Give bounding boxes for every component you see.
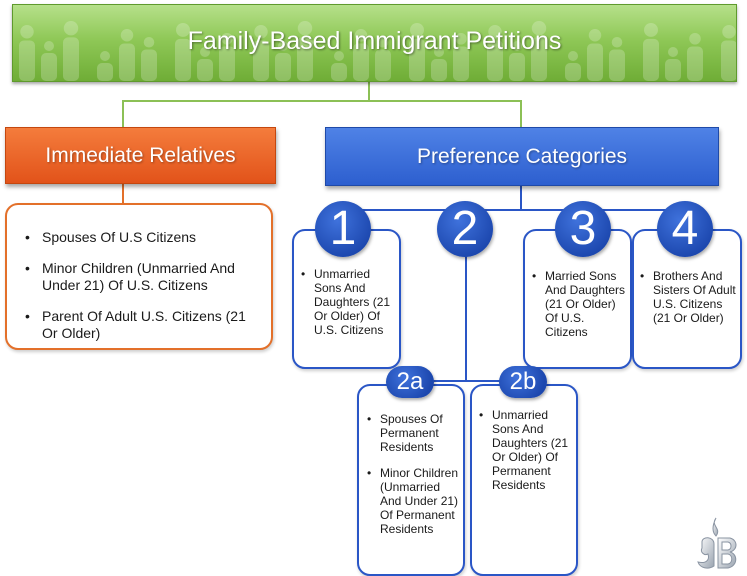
list-item: Parent Of Adult U.S. Citizens (21 Or Old… bbox=[25, 308, 265, 342]
immediate-relatives-list: Spouses Of U.S Citizens Minor Children (… bbox=[25, 229, 265, 356]
list-item: Spouses Of Permanent Residents bbox=[367, 412, 461, 454]
category-4-list: Brothers And Sisters Of Adult U.S. Citiz… bbox=[640, 269, 738, 337]
title-banner: Family-Based Immigrant Petitions bbox=[12, 4, 737, 82]
page-title: Family-Based Immigrant Petitions bbox=[187, 27, 562, 55]
connector-banner-down bbox=[368, 81, 370, 101]
list-item: Unmarried Sons And Daughters (21 Or Olde… bbox=[301, 267, 397, 337]
category-2a-list: Spouses Of Permanent Residents Minor Chi… bbox=[367, 412, 461, 548]
category-3-list: Married Sons And Daughters (21 Or Older)… bbox=[532, 269, 628, 351]
list-item: Married Sons And Daughters (21 Or Older)… bbox=[532, 269, 628, 339]
logo-mark-icon bbox=[697, 517, 737, 569]
connector-banner-horizontal bbox=[122, 100, 522, 102]
category-2b-list: Unmarried Sons And Daughters (21 Or Olde… bbox=[479, 408, 573, 504]
category-2a-box: Spouses Of Permanent Residents Minor Chi… bbox=[357, 384, 465, 576]
list-item: Unmarried Sons And Daughters (21 Or Olde… bbox=[479, 408, 573, 492]
category-2b-number: 2b bbox=[499, 366, 547, 398]
category-3-box: Married Sons And Daughters (21 Or Older)… bbox=[523, 229, 632, 369]
connector-preference-horizontal bbox=[342, 209, 685, 211]
family-silhouettes-icon bbox=[19, 21, 736, 81]
list-item: Spouses Of U.S Citizens bbox=[25, 229, 265, 246]
category-1-list: Unmarried Sons And Daughters (21 Or Olde… bbox=[301, 267, 397, 349]
immediate-relatives-box: Spouses Of U.S Citizens Minor Children (… bbox=[5, 203, 273, 350]
immediate-relatives-header: Immediate Relatives bbox=[5, 127, 276, 184]
category-2-number: 2 bbox=[437, 201, 493, 257]
connector-to-preference bbox=[520, 100, 522, 128]
category-4-box: Brothers And Sisters Of Adult U.S. Citiz… bbox=[632, 229, 742, 369]
connector-cat2-down bbox=[465, 255, 467, 381]
connector-preference-down bbox=[520, 184, 522, 210]
list-item: Minor Children (Unmarried And Under 21) … bbox=[367, 466, 461, 536]
list-item: Brothers And Sisters Of Adult U.S. Citiz… bbox=[640, 269, 738, 325]
category-2b-box: Unmarried Sons And Daughters (21 Or Olde… bbox=[470, 384, 578, 576]
category-4-number: 4 bbox=[657, 201, 713, 257]
connector-to-immediate bbox=[122, 100, 124, 128]
category-3-number: 3 bbox=[555, 201, 611, 257]
category-2a-number: 2a bbox=[386, 366, 434, 398]
connector-immediate-box bbox=[122, 183, 124, 204]
list-item: Minor Children (Unmarried And Under 21) … bbox=[25, 260, 265, 294]
category-1-number: 1 bbox=[315, 201, 371, 257]
preference-categories-header: Preference Categories bbox=[325, 127, 719, 186]
connector-cat2-horizontal bbox=[410, 380, 524, 382]
